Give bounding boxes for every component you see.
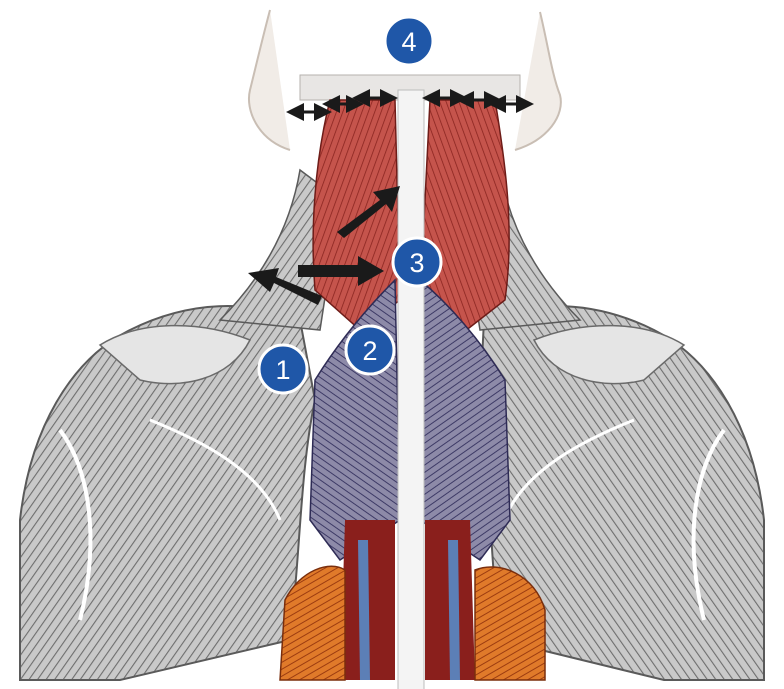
badge-4: 4 [385,17,433,65]
badge-label: 3 [409,248,424,278]
badge-label: 1 [275,355,290,385]
spine-line [398,90,424,689]
badge-2: 2 [346,326,394,374]
badge-1: 1 [259,345,307,393]
badge-label: 4 [401,27,416,57]
badge-label: 2 [362,336,377,366]
badge-3: 3 [393,238,441,286]
